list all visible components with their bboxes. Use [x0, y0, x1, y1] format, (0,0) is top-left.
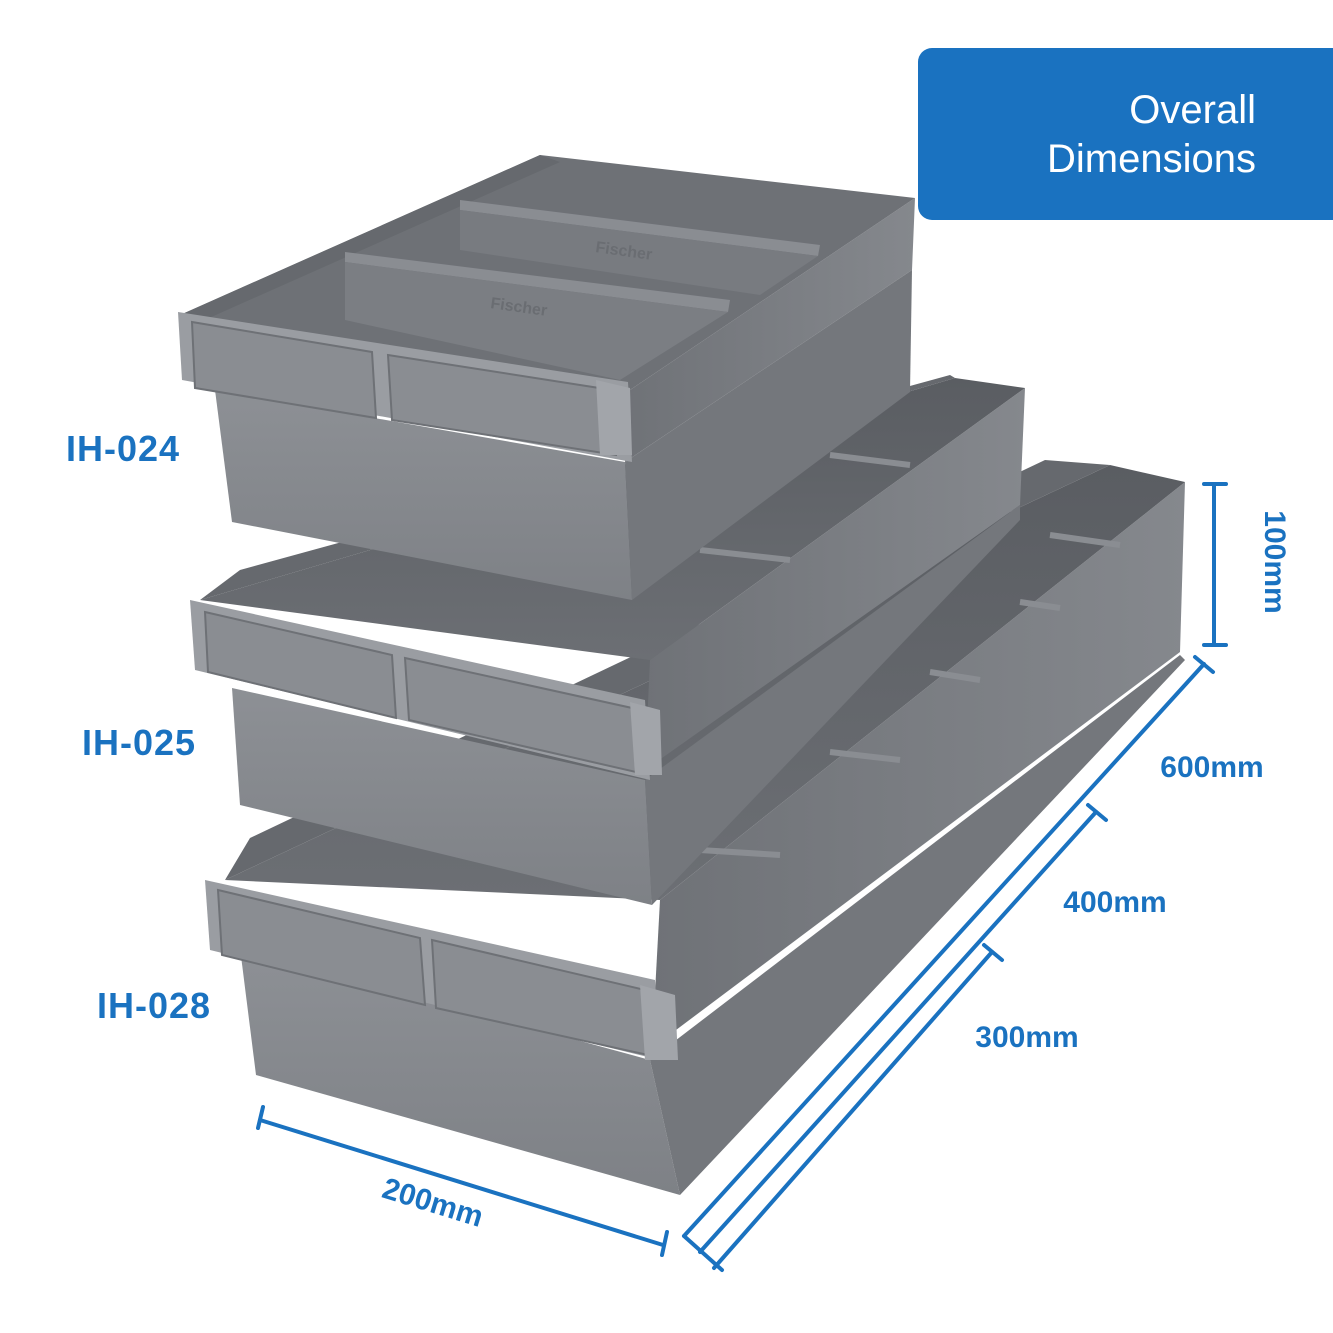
dimension-lines [256, 482, 1228, 1272]
overall-dimensions-badge: Overall Dimensions [918, 48, 1333, 220]
dimension-depth-400-label: 400mm [1063, 886, 1166, 919]
dimension-height-label: 100mm [1258, 510, 1291, 613]
model-label-ih-028: IH-028 [97, 985, 212, 1026]
model-label-ih-024: IH-024 [66, 428, 181, 469]
model-label-ih-025: IH-025 [82, 722, 197, 763]
dimension-depth-600-label: 600mm [1160, 751, 1263, 784]
badge-title-line-1: Overall [1129, 88, 1256, 132]
dimension-width-label: 200mm [379, 1172, 488, 1234]
badge-title-line-2: Dimensions [1047, 137, 1256, 181]
dimension-depth-300-label: 300mm [975, 1021, 1078, 1054]
bin-ih-024: Fischer Fischer [178, 155, 915, 600]
